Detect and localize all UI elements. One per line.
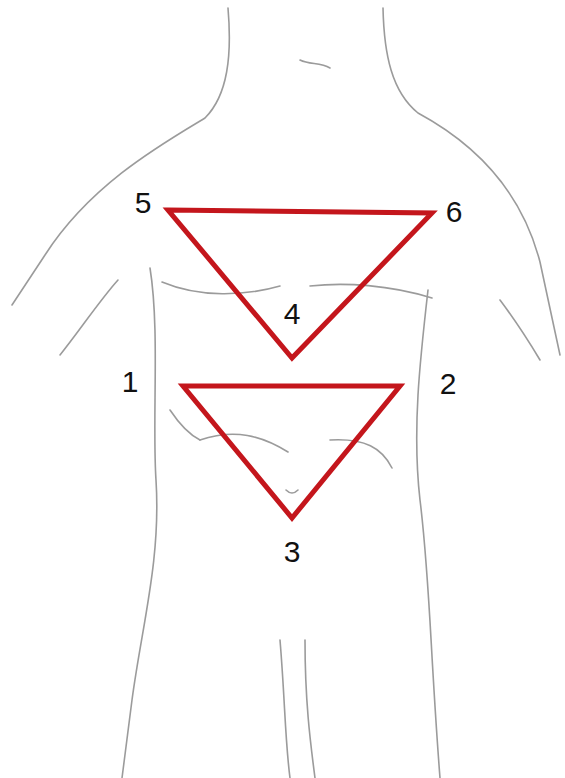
right-leg-line: [305, 640, 315, 778]
left-leg-line: [280, 640, 290, 778]
neck-shade: [300, 60, 330, 68]
left-pectoral: [162, 282, 280, 294]
left-flank: [122, 268, 157, 778]
left-shoulder: [12, 8, 229, 305]
callout-number: 1: [122, 367, 139, 397]
callout-number: 3: [284, 537, 301, 567]
left-arm-line: [60, 280, 118, 355]
callout-number: 4: [284, 299, 301, 329]
callout-number: 2: [440, 369, 457, 399]
right-arm-line: [500, 300, 540, 360]
torso-sketch: [12, 8, 560, 778]
lower-triangle: [183, 386, 400, 518]
electrode-triangles: [168, 210, 432, 518]
right-pectoral: [310, 284, 432, 298]
right-flank: [417, 290, 440, 778]
right-shoulder: [383, 8, 560, 355]
upper-triangle: [168, 210, 432, 358]
callout-number: 5: [135, 188, 152, 218]
navel: [286, 490, 298, 493]
callout-number: 6: [446, 197, 463, 227]
left-rib-edge: [170, 410, 200, 440]
left-rib: [200, 434, 288, 452]
